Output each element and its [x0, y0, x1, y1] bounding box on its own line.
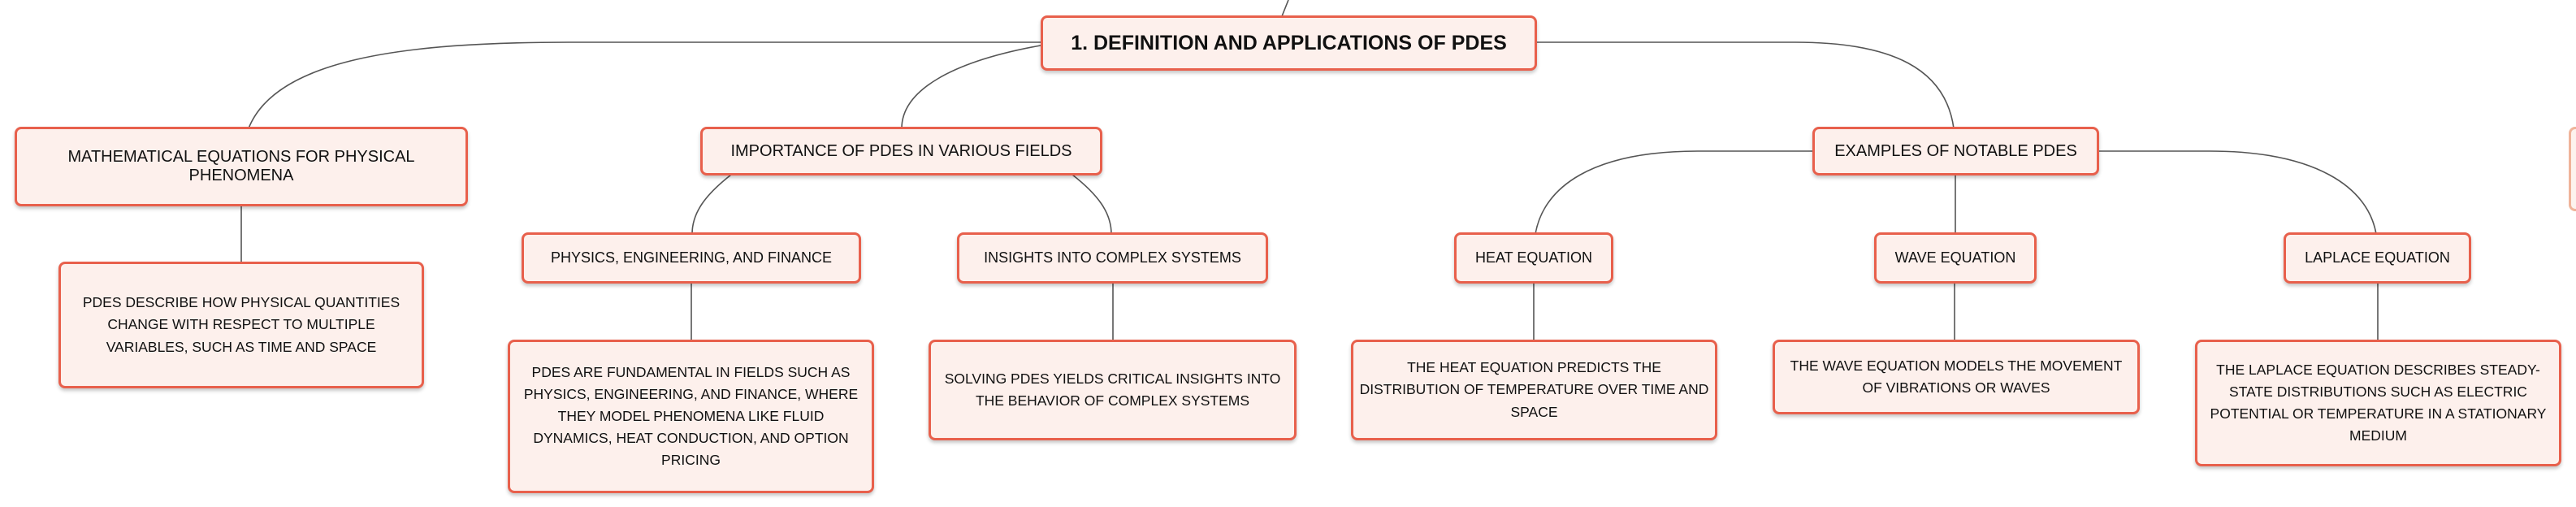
detail-solving-pdes[interactable]: SOLVING PDES YIELDS CRITICAL INSIGHTS IN…	[929, 340, 1297, 440]
connector-importance-physics	[691, 174, 732, 235]
connector-importance-insights	[1072, 174, 1112, 235]
topic-examples-notable-pdes-label: EXAMPLES OF NOTABLE PDES	[1834, 141, 2077, 160]
connector-root-mathematical	[248, 41, 1041, 129]
detail-laplace-equation[interactable]: THE LAPLACE EQUATION DESCRIBES STEADY-ST…	[2195, 340, 2561, 466]
detail-wave-equation[interactable]: THE WAVE EQUATION MODELS THE MOVEMENT OF…	[1773, 340, 2140, 414]
offscreen-node-edge	[2569, 127, 2576, 211]
detail-heat-equation[interactable]: THE HEAT EQUATION PREDICTS THE DISTRIBUT…	[1351, 340, 1717, 440]
detail-heat-equation-text: THE HEAT EQUATION PREDICTS THE DISTRIBUT…	[1359, 359, 1709, 420]
root-topic[interactable]: 1. DEFINITION AND APPLICATIONS OF PDES	[1041, 15, 1537, 71]
subtopic-wave-equation-label: WAVE EQUATION	[1894, 249, 2016, 266]
detail-solving-pdes-text: SOLVING PDES YIELDS CRITICAL INSIGHTS IN…	[944, 370, 1281, 409]
connector-examples-laplace	[2098, 150, 2377, 235]
detail-pdes-describe-text: PDES DESCRIBE HOW PHYSICAL QUANTITIES CH…	[82, 294, 400, 355]
subtopic-physics-engineering-finance-label: PHYSICS, ENGINEERING, AND FINANCE	[550, 249, 833, 266]
detail-pdes-describe[interactable]: PDES DESCRIBE HOW PHYSICAL QUANTITIES CH…	[58, 262, 424, 388]
connector-root-importance	[901, 45, 1041, 129]
connector-root-examples	[1535, 41, 1955, 129]
root-topic-label: 1. DEFINITION AND APPLICATIONS OF PDES	[1071, 31, 1507, 54]
detail-pdes-fundamental-text: PDES ARE FUNDAMENTAL IN FIELDS SUCH AS P…	[523, 363, 859, 469]
topic-examples-notable-pdes[interactable]: EXAMPLES OF NOTABLE PDES	[1812, 127, 2099, 176]
detail-pdes-fundamental[interactable]: PDES ARE FUNDAMENTAL IN FIELDS SUCH AS P…	[508, 340, 874, 493]
detail-wave-equation-text: THE WAVE EQUATION MODELS THE MOVEMENT OF…	[1790, 357, 2123, 396]
subtopic-insights-complex-systems[interactable]: INSIGHTS INTO COMPLEX SYSTEMS	[957, 232, 1268, 284]
subtopic-heat-equation-label: HEAT EQUATION	[1474, 249, 1593, 266]
subtopic-physics-engineering-finance[interactable]: PHYSICS, ENGINEERING, AND FINANCE	[522, 232, 861, 284]
topic-importance-of-pdes-label: IMPORTANCE OF PDES IN VARIOUS FIELDS	[730, 141, 1072, 160]
detail-laplace-equation-text: THE LAPLACE EQUATION DESCRIBES STEADY-ST…	[2210, 361, 2547, 444]
subtopic-laplace-equation[interactable]: LAPLACE EQUATION	[2284, 232, 2471, 284]
subtopic-wave-equation[interactable]: WAVE EQUATION	[1874, 232, 2037, 284]
topic-mathematical-equations[interactable]: MATHEMATICAL EQUATIONS FOR PHYSICAL PHEN…	[15, 127, 468, 206]
subtopic-laplace-equation-label: LAPLACE EQUATION	[2305, 249, 2450, 266]
topic-mathematical-equations-label: MATHEMATICAL EQUATIONS FOR PHYSICAL PHEN…	[67, 148, 415, 184]
subtopic-insights-complex-systems-label: INSIGHTS INTO COMPLEX SYSTEMS	[984, 249, 1241, 266]
topic-importance-of-pdes[interactable]: IMPORTANCE OF PDES IN VARIOUS FIELDS	[700, 127, 1102, 176]
connector-examples-heat	[1535, 150, 1814, 235]
subtopic-heat-equation[interactable]: HEAT EQUATION	[1454, 232, 1613, 284]
connector-root-parent	[1281, 0, 1289, 17]
